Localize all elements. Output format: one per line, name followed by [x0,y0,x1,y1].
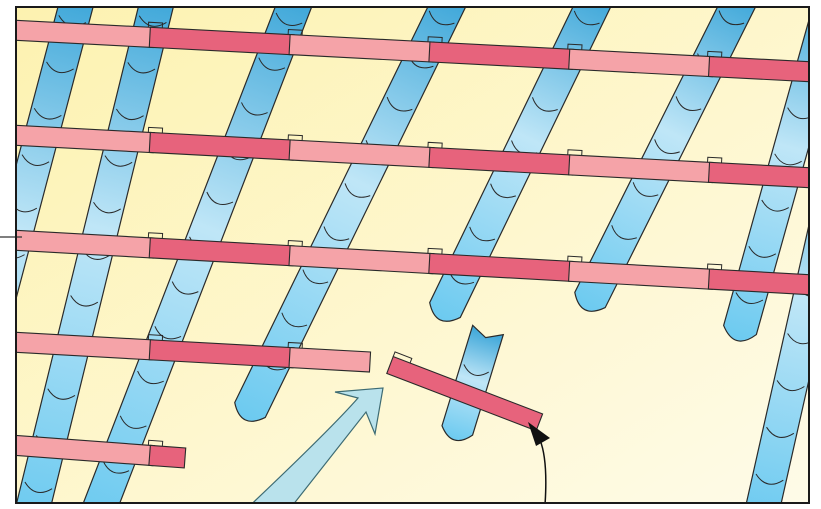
fiber-network-diagram [0,0,821,509]
